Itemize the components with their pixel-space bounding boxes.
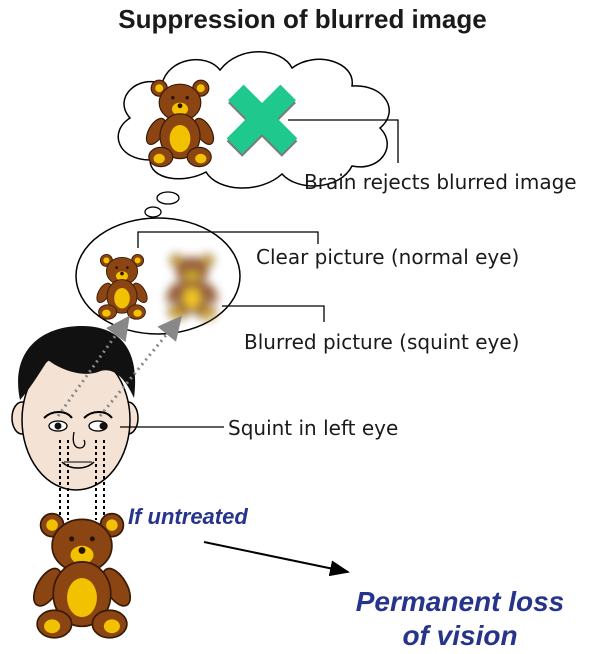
permanent-loss-line1: Permanent loss bbox=[330, 586, 590, 618]
clear-label: Clear picture (normal eye) bbox=[256, 245, 519, 269]
squint-label: Squint in left eye bbox=[228, 416, 398, 440]
thought-bubble-large bbox=[157, 192, 179, 204]
brain-label: Brain rejects blurred image bbox=[304, 170, 577, 194]
blurred-bear bbox=[164, 254, 220, 319]
blurred-connector-line bbox=[222, 306, 324, 322]
bear-in-cloud bbox=[143, 80, 218, 166]
untreated-arrow bbox=[204, 542, 348, 572]
if-untreated-label: If untreated bbox=[128, 504, 248, 530]
baby-face bbox=[12, 326, 138, 490]
blurred-label: Blurred picture (squint eye) bbox=[244, 330, 519, 354]
permanent-loss-line2: of vision bbox=[330, 620, 590, 652]
bottom-bear bbox=[28, 514, 136, 638]
clear-bear bbox=[94, 254, 150, 319]
thought-bubble-medium bbox=[145, 207, 161, 217]
